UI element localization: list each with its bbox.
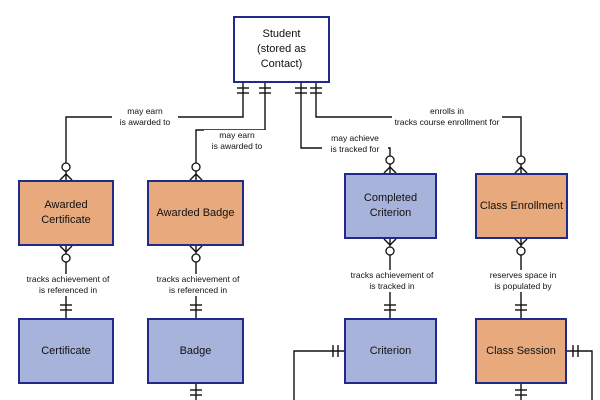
crow-foot: [514, 238, 522, 246]
crow-foot: [383, 238, 391, 246]
crow-foot: [65, 173, 73, 181]
crow-mark-zero: [385, 155, 395, 165]
connector-class-session-offscreen: [567, 350, 593, 400]
entity-criterion[interactable]: Criterion: [344, 318, 437, 384]
entity-class-enrollment[interactable]: Class Enrollment: [475, 173, 568, 239]
entity-label: Awarded Certificate: [41, 199, 91, 226]
entity-awarded-badge[interactable]: Awarded Badge: [147, 180, 244, 246]
crow-mark-zero: [516, 155, 526, 165]
rel-label-awarded-certificate-certificate: tracks achievement of is referenced in: [20, 274, 116, 296]
crow-foot: [195, 245, 203, 253]
entity-label: Criterion: [369, 344, 412, 357]
crow-mark-zero: [191, 253, 201, 263]
entity-class-session[interactable]: Class Session: [475, 318, 567, 384]
connector-criterion-offscreen: [293, 350, 344, 400]
rel-label-completed-criterion-criterion: tracks achievement of is tracked in: [344, 270, 440, 292]
crow-mark-zero: [61, 253, 71, 263]
connector-student-completed-criterion: [300, 83, 391, 173]
entity-awarded-certificate[interactable]: Awarded Certificate: [18, 180, 114, 246]
entity-label: Certificate: [41, 344, 91, 357]
entity-student[interactable]: Student (stored as Contact): [233, 16, 330, 83]
crow-foot: [189, 245, 197, 253]
crow-foot: [389, 166, 397, 174]
crow-foot: [520, 166, 528, 174]
crow-foot: [65, 245, 73, 253]
entity-label: Badge: [179, 344, 212, 357]
crow-foot: [514, 166, 522, 174]
entity-label: Awarded Badge: [156, 206, 235, 219]
rel-label-class-enrollment-class-session: reserves space in is populated by: [480, 270, 566, 292]
entity-label: Class Session: [486, 344, 556, 357]
crow-foot: [59, 173, 67, 181]
crow-foot: [383, 166, 391, 174]
entity-badge[interactable]: Badge: [147, 318, 244, 384]
rel-label-student-awarded-certificate: may earn is awarded to: [112, 106, 178, 128]
crow-mark-zero: [385, 246, 395, 256]
entity-label: Student (stored as Contact): [257, 28, 306, 70]
crow-foot: [59, 245, 67, 253]
crow-mark-zero: [61, 162, 71, 172]
connector-student-class-enrollment: [315, 83, 522, 173]
crow-mark-zero: [191, 162, 201, 172]
rel-label-student-awarded-badge: may earn is awarded to: [204, 130, 270, 152]
entity-label: Class Enrollment: [479, 199, 564, 212]
entity-completed-criterion[interactable]: Completed Criterion: [344, 173, 437, 239]
rel-label-student-completed-criterion: may achieve is tracked for: [322, 133, 388, 155]
crow-mark-zero: [516, 246, 526, 256]
crow-foot: [520, 238, 528, 246]
rel-label-student-class-enrollment: enrolls in tracks course enrollment for: [392, 106, 502, 128]
rel-label-awarded-badge-badge: tracks achievement of is referenced in: [150, 274, 246, 296]
crow-foot: [389, 238, 397, 246]
crow-foot: [195, 173, 203, 181]
entity-label: Completed Criterion: [363, 192, 418, 219]
crow-foot: [189, 173, 197, 181]
entity-certificate[interactable]: Certificate: [18, 318, 114, 384]
